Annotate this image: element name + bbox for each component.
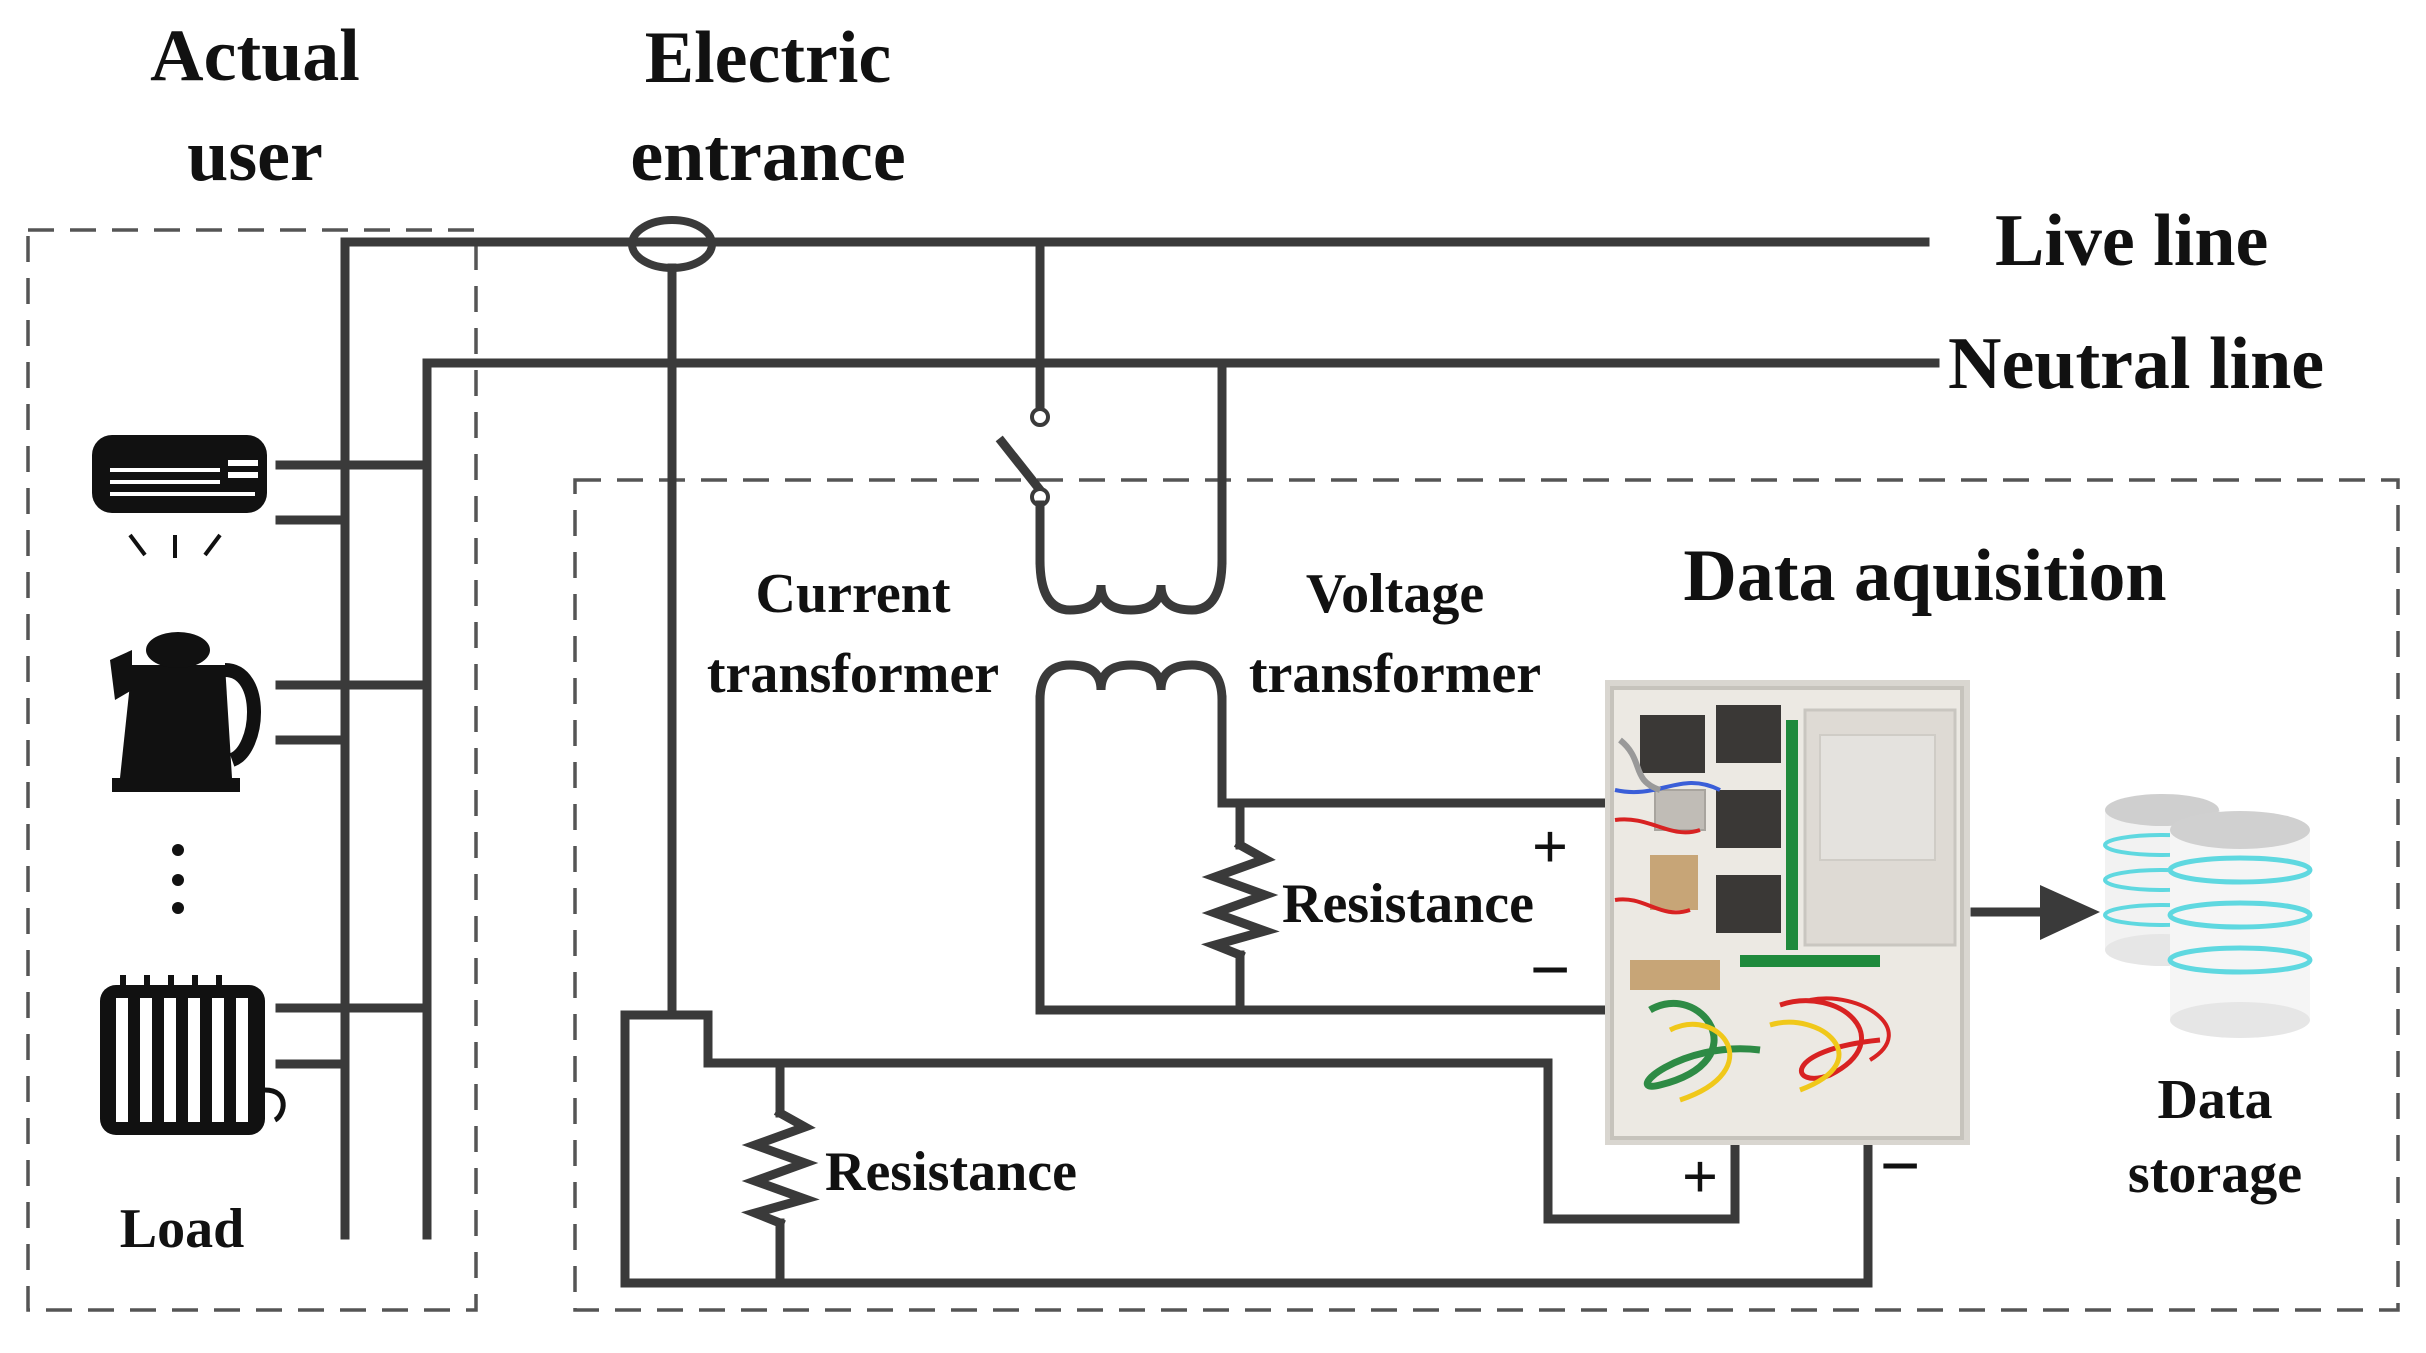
live-line-label: Live line bbox=[1995, 200, 2268, 282]
transformer-primary-coil-icon bbox=[1035, 555, 1227, 615]
minus-lower-label: − bbox=[1879, 1126, 1920, 1206]
resistance-upper-label: Resistance bbox=[1282, 873, 1534, 935]
data-storage-label-line2: storage bbox=[2128, 1143, 2302, 1205]
actual-user-region bbox=[26, 228, 478, 1312]
plus-lower-label: + bbox=[1682, 1141, 1718, 1212]
clamp-return bbox=[620, 1010, 1873, 1288]
clamp-loop bbox=[620, 1010, 1740, 1224]
database-icon bbox=[2103, 794, 2313, 1038]
kettle-icon bbox=[110, 632, 261, 792]
appliance-taps bbox=[275, 460, 432, 1069]
load-label: Load bbox=[120, 1198, 245, 1260]
voltage-minus-wire bbox=[1035, 695, 1615, 1015]
switch-blade-icon bbox=[995, 435, 1047, 497]
actual-user-label-line1: Actual bbox=[150, 15, 360, 97]
air-conditioner-icon bbox=[92, 435, 267, 558]
resistance-lower-label: Resistance bbox=[825, 1141, 1077, 1203]
electric-entrance-label-line1: Electric bbox=[645, 17, 892, 99]
switch-contact-top bbox=[1030, 407, 1050, 427]
current-transformer-label-line2: transformer bbox=[707, 643, 999, 705]
plus-upper-label: + bbox=[1532, 811, 1568, 882]
radiator-heater-icon bbox=[100, 975, 286, 1135]
data-acquisition-region bbox=[573, 478, 2400, 1312]
voltage-transformer-label-line1: Voltage bbox=[1306, 563, 1484, 625]
resistor-upper-icon bbox=[1201, 838, 1280, 961]
voltage-plus-wire bbox=[1217, 695, 1615, 808]
resistor-lower-icon bbox=[741, 1106, 820, 1229]
neutral-line-label: Neutral line bbox=[1948, 323, 2324, 405]
data-acquisition-label: Data aquisition bbox=[1683, 535, 2166, 617]
transformer-secondary-coil-icon bbox=[1035, 660, 1227, 705]
actual-user-label-line2: user bbox=[187, 115, 323, 197]
minus-upper-label: − bbox=[1529, 930, 1570, 1010]
vertical-ellipsis-icon bbox=[172, 844, 184, 914]
voltage-transformer-label-line2: transformer bbox=[1249, 643, 1541, 705]
current-transformer-label-line1: Current bbox=[756, 563, 951, 625]
acquisition-device-icon bbox=[1605, 680, 1970, 1145]
data-storage-label-line1: Data bbox=[2157, 1069, 2272, 1131]
electric-entrance-label-line2: entrance bbox=[630, 115, 905, 197]
